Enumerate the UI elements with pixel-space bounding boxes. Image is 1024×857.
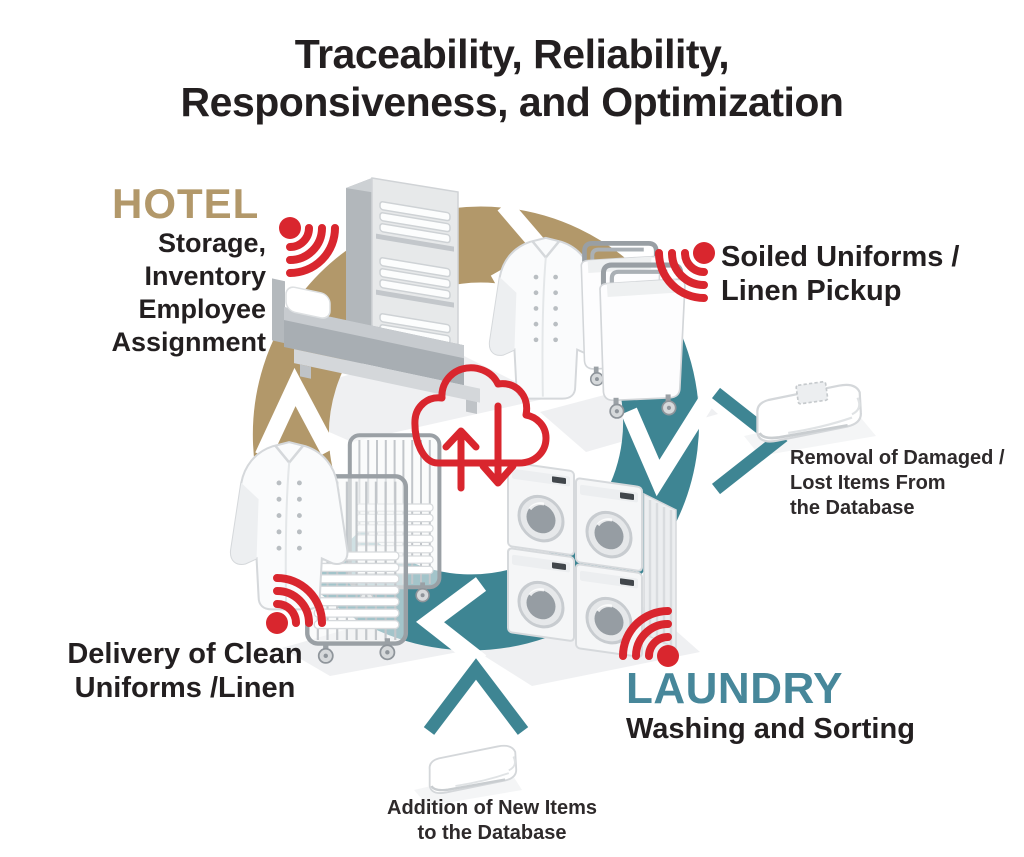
- removal-line-2: Lost Items From: [790, 472, 946, 494]
- step-removal-label: Removal of Damaged / Lost Items From the…: [790, 446, 1005, 521]
- cloud-sync-icon: [411, 364, 550, 492]
- hotel-sublabel: Storage, Inventory Employee Assignment: [55, 227, 266, 359]
- removal-line-1: Removal of Damaged /: [790, 447, 1005, 469]
- laundry-sublabel: Washing and Sorting: [626, 713, 915, 745]
- folded-towel-icon-removal: [755, 380, 863, 443]
- addition-arrow-icon: [423, 658, 529, 735]
- soiled-line-2: Linen Pickup: [721, 275, 902, 307]
- step-soiled-pickup-label: Soiled Uniforms / Linen Pickup: [721, 240, 959, 308]
- flow-notch-bottom: [416, 577, 487, 669]
- hotel-subline-2: Inventory: [144, 261, 266, 291]
- laundry-label: LAUNDRY: [626, 664, 843, 713]
- flow-notch-left: [255, 367, 337, 460]
- title-line-2: Responsiveness, and Optimization: [180, 78, 844, 125]
- diagram-title: Traceability, Reliability, Responsivenes…: [0, 31, 1024, 127]
- title-line-1: Traceability, Reliability,: [294, 31, 730, 77]
- bed-icon: [272, 278, 480, 414]
- laundry-hamper-cart-icon: [581, 243, 685, 418]
- delivery-line-2: Uniforms /Linen: [74, 672, 296, 704]
- soiled-line-1: Soiled Uniforms /: [721, 241, 960, 273]
- hotel-label: HOTEL: [112, 180, 260, 227]
- hotel-subline-4: Assignment: [111, 327, 266, 357]
- rfid-signal-icon-hotel: [279, 217, 335, 273]
- step-delivery-label: Delivery of Clean Uniforms /Linen: [50, 637, 320, 705]
- removal-line-3: the Database: [790, 497, 915, 519]
- flow-notch-right: [621, 395, 715, 497]
- hotel-subline-3: Employee: [138, 294, 266, 324]
- addition-line-2: to the Database: [417, 822, 567, 844]
- addition-line-1: Addition of New Items: [387, 797, 597, 819]
- delivery-line-1: Delivery of Clean: [67, 638, 303, 670]
- hotel-subline-1: Storage,: [157, 228, 266, 258]
- step-addition-label: Addition of New Items to the Database: [352, 796, 632, 846]
